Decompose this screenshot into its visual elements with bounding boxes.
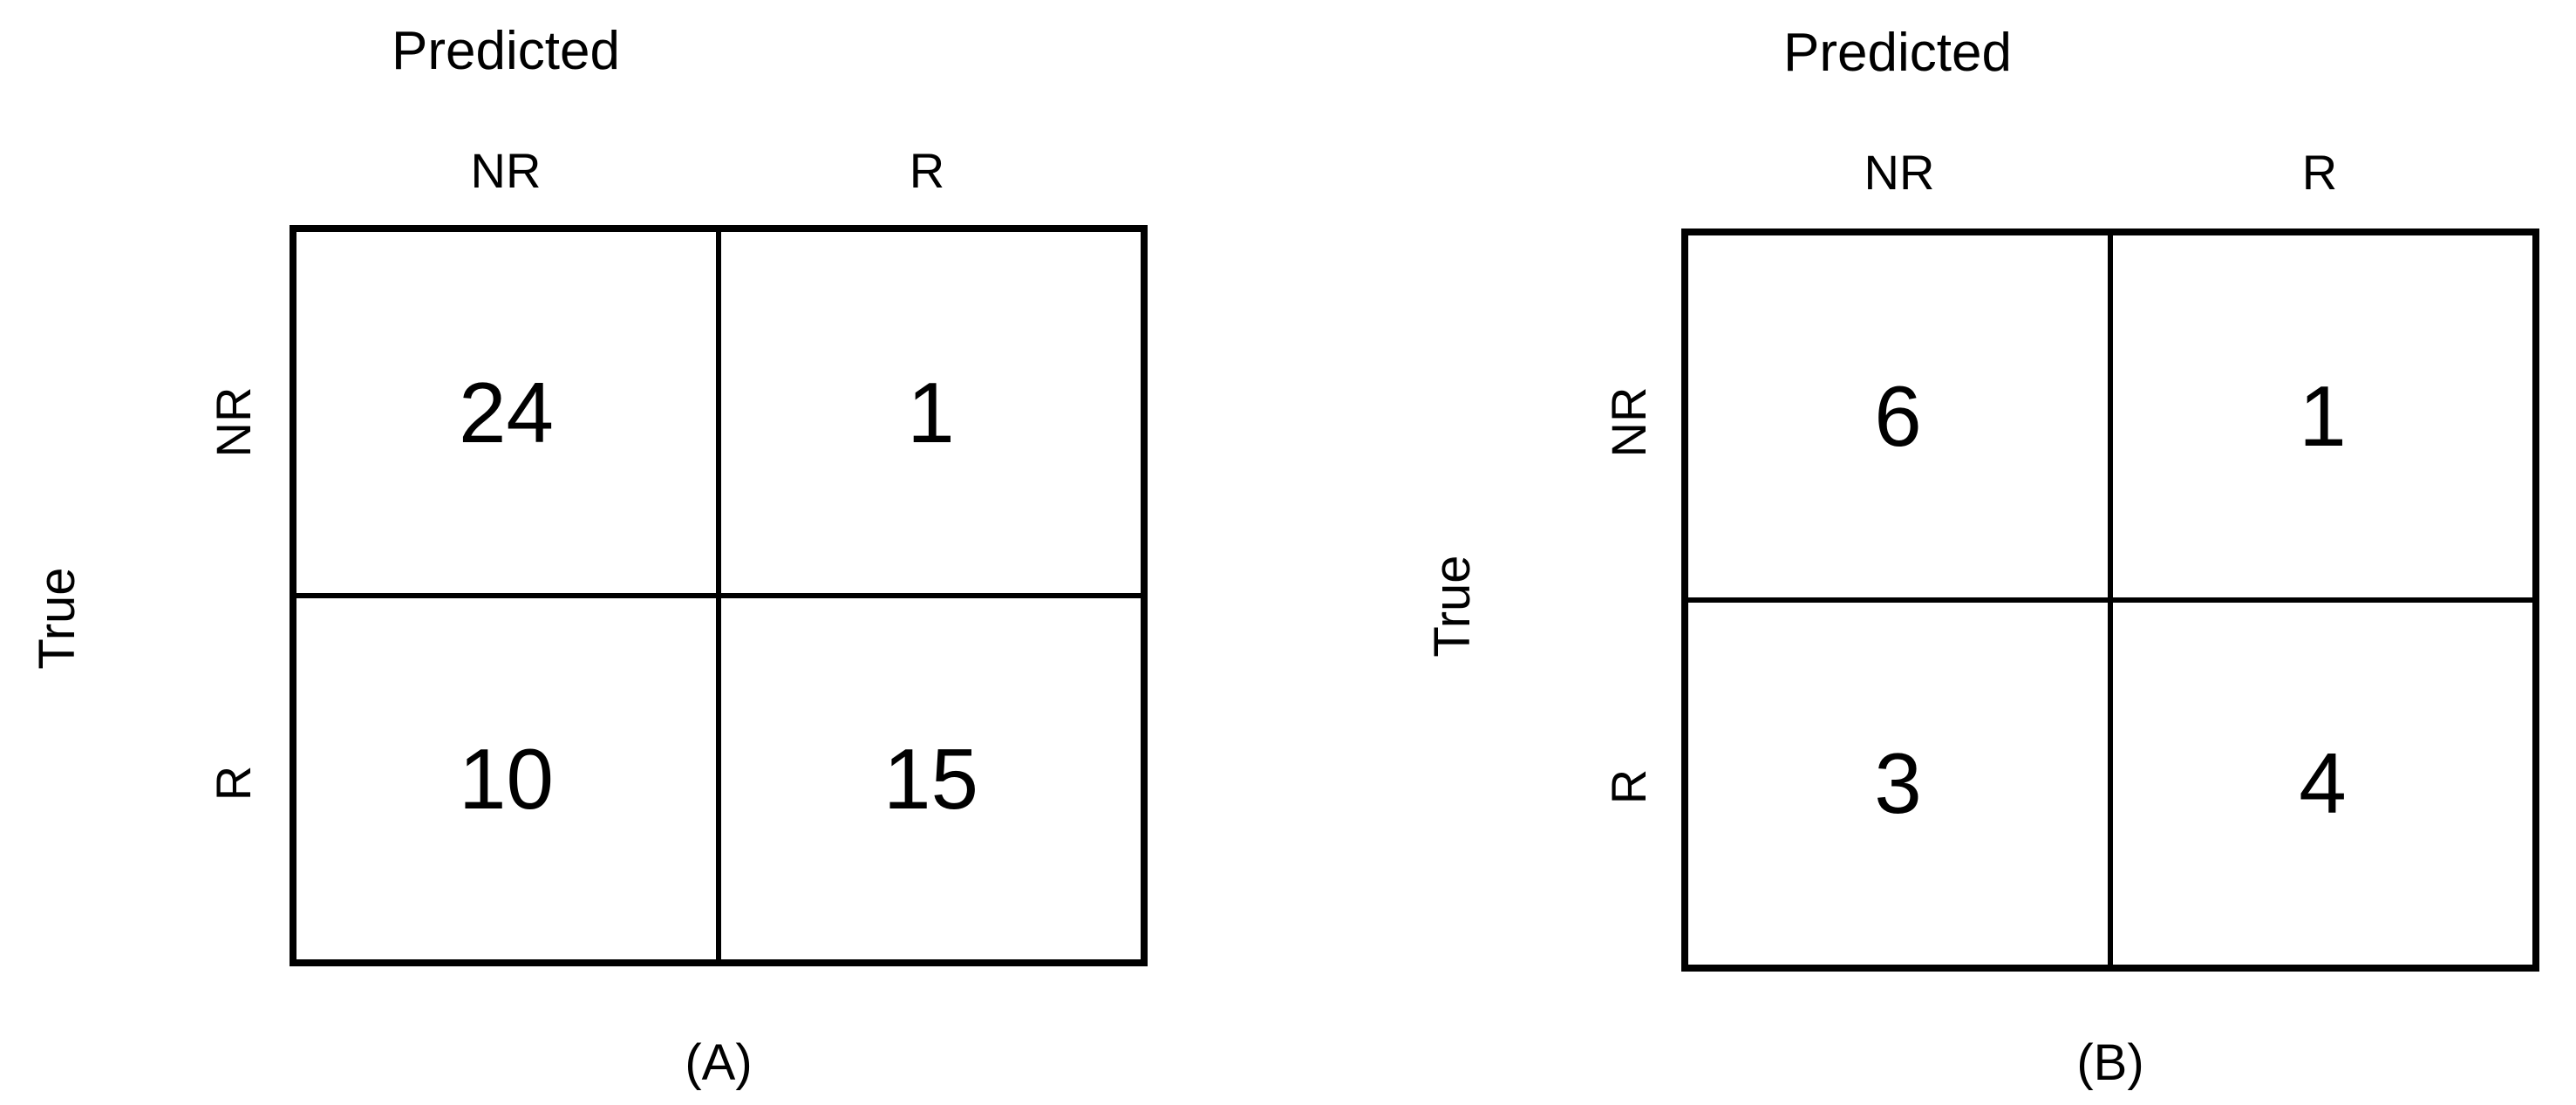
cell-true-r-pred-r: 4 [2110, 600, 2532, 965]
matrix-grid: 6 1 3 4 [1681, 229, 2539, 972]
cell-true-nr-pred-r: 1 [719, 232, 1141, 596]
row-label-nr: NR [1601, 386, 1656, 458]
cell-true-nr-pred-r: 1 [2110, 235, 2532, 600]
col-label-nr: NR [1864, 145, 1935, 200]
true-axis-title: True [1424, 555, 1481, 658]
true-axis-title: True [29, 567, 85, 670]
row-label-r: R [206, 765, 261, 801]
cell-true-nr-pred-nr: 24 [296, 232, 719, 596]
col-label-r: R [909, 143, 945, 198]
matrix-grid: 24 1 10 15 [290, 225, 1148, 966]
confusion-matrix-a: Predicted NR R True NR R 24 1 10 15 (A) [0, 0, 1151, 1105]
predicted-axis-title: Predicted [1783, 23, 2012, 83]
confusion-matrix-b: Predicted NR R True NR R 6 1 3 4 (B) [1395, 0, 2546, 1105]
row-label-nr: NR [206, 386, 261, 458]
cell-true-r-pred-nr: 3 [1688, 600, 2110, 965]
cell-true-r-pred-nr: 10 [296, 596, 719, 959]
panel-caption: (B) [2076, 1034, 2144, 1091]
col-label-nr: NR [470, 143, 542, 198]
cell-true-r-pred-r: 15 [719, 596, 1141, 959]
cell-true-nr-pred-nr: 6 [1688, 235, 2110, 600]
predicted-axis-title: Predicted [392, 21, 620, 81]
col-label-r: R [2301, 145, 2338, 200]
panel-caption: (A) [685, 1034, 753, 1091]
row-label-r: R [1601, 768, 1656, 805]
